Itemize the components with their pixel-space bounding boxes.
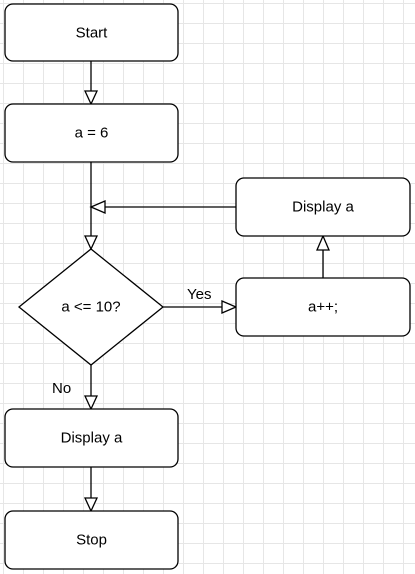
node-condition-label: a <= 10? bbox=[61, 299, 120, 316]
node-display-loop: Display a bbox=[235, 177, 411, 237]
node-assign-label: a = 6 bbox=[75, 125, 109, 142]
arrow-head bbox=[83, 395, 99, 411]
arrow-head bbox=[89, 200, 106, 214]
node-display-final-label: Display a bbox=[61, 430, 123, 447]
arrow-head bbox=[221, 300, 238, 314]
arrow-head bbox=[83, 497, 99, 513]
arrow-head bbox=[83, 90, 99, 106]
node-start-label: Start bbox=[76, 25, 109, 42]
node-increment-label: a++; bbox=[308, 299, 338, 316]
edge-condition-to-display-final bbox=[83, 365, 99, 411]
node-display-final: Display a bbox=[4, 408, 179, 468]
node-increment: a++; bbox=[235, 277, 411, 337]
arrow-head bbox=[316, 234, 330, 251]
node-assign: a = 6 bbox=[4, 103, 179, 163]
edge-display-final-to-stop bbox=[83, 467, 99, 513]
edge-assign-to-condition bbox=[83, 162, 99, 251]
edge-increment-to-display-loop bbox=[316, 234, 330, 278]
node-stop: Stop bbox=[4, 510, 179, 570]
arrow-head bbox=[83, 235, 99, 251]
edge-label-no: No bbox=[52, 380, 71, 397]
edge-display-loop-back bbox=[89, 200, 236, 214]
node-display-loop-label: Display a bbox=[292, 199, 354, 216]
node-stop-label: Stop bbox=[76, 532, 107, 549]
node-start: Start bbox=[4, 3, 179, 62]
edge-label-yes: Yes bbox=[187, 286, 211, 303]
node-condition: a <= 10? bbox=[17, 248, 165, 366]
edge-condition-to-increment bbox=[163, 300, 238, 314]
edge-start-to-assign bbox=[83, 61, 99, 106]
